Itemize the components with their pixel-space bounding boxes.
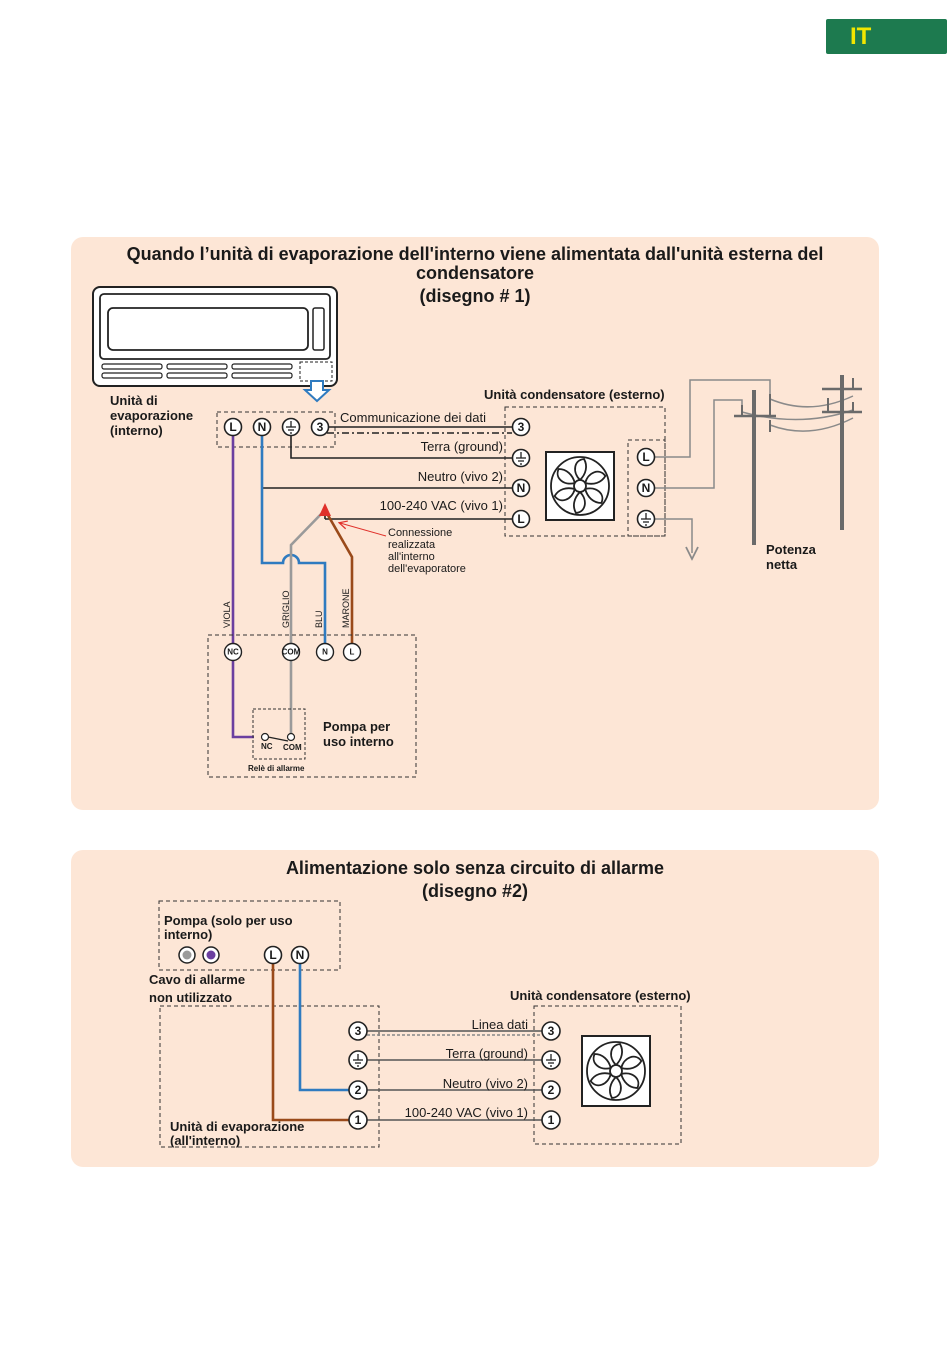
terminal-indoor-N: N xyxy=(258,420,267,434)
terminals-diagram1: L N 3 3 N L L N xyxy=(223,417,656,662)
terminal-indoor-3: 3 xyxy=(317,420,324,434)
terminal-pump-L: L xyxy=(350,648,355,657)
power-label-1: Potenza xyxy=(766,542,817,557)
wire2-data-label: Linea dati xyxy=(472,1017,528,1032)
terminal2-evap-2: 2 xyxy=(355,1083,362,1097)
power-label-2: netta xyxy=(766,557,798,572)
wire2-neutral-label: Neutro (vivo 2) xyxy=(443,1076,528,1091)
connection-note-1: Connessione xyxy=(388,527,452,539)
diagram2-subtitle: (disegno #2) xyxy=(422,881,528,901)
ground-icon xyxy=(541,1050,561,1070)
diagram2-title: Alimentazione solo senza circuito di all… xyxy=(286,858,664,878)
wire2-live-label: 100-240 VAC (vivo 1) xyxy=(405,1105,528,1120)
diagram2-panel xyxy=(71,850,879,1167)
terminal2-pump-N: N xyxy=(296,948,305,962)
relay-com-label: COM xyxy=(283,743,302,752)
alarm-cable-label-2: non utilizzato xyxy=(149,990,232,1005)
pump-label-2: uso interno xyxy=(323,734,394,749)
terminal-cond-3: 3 xyxy=(518,420,525,434)
pump2-label-1: Pompa (solo per uso xyxy=(164,913,293,928)
connection-note-3: all'interno xyxy=(388,551,435,563)
power-poles-icon xyxy=(734,375,862,545)
terminal-cond-N: N xyxy=(517,481,526,495)
wire-ground-label: Terra (ground) xyxy=(421,439,503,454)
connection-pointer xyxy=(340,523,387,537)
condenser-box xyxy=(504,406,666,537)
diagram1-title-line1: Quando l’unità di evaporazione dell'inte… xyxy=(127,244,824,264)
connection-note-2: realizzata xyxy=(388,539,436,551)
alarm-relay-box xyxy=(252,708,306,760)
terminal-pump-NC: NC xyxy=(227,648,239,657)
terminals-diagram2: L N 3 2 1 3 2 1 xyxy=(263,945,561,1130)
wire-color-brown: MARONE xyxy=(341,588,351,628)
terminal-power-L: L xyxy=(642,450,649,464)
terminal-pump-N: N xyxy=(322,648,328,657)
evap-label-2: evaporazione xyxy=(110,408,193,423)
evaporator-box-2 xyxy=(159,1005,380,1148)
ground-icon xyxy=(511,448,531,468)
connection-note-4: dell'evaporatore xyxy=(388,563,466,575)
fan-icon xyxy=(545,451,615,521)
wire-live-label: 100-240 VAC (vivo 1) xyxy=(380,498,503,513)
terminal-indoor-L: L xyxy=(229,420,236,434)
indoor-unit-illustration xyxy=(92,286,338,403)
condenser-label: Unità condensatore (esterno) xyxy=(484,387,665,402)
evap-label-1: Unità di xyxy=(110,393,158,408)
wire-nut-icon xyxy=(319,503,331,516)
terminal2-cond-2: 2 xyxy=(548,1083,555,1097)
diagram1-subtitle: (disegno # 1) xyxy=(419,286,530,306)
terminal2-evap-3: 3 xyxy=(355,1024,362,1038)
wire-data-label: Communicazione dei dati xyxy=(340,410,486,425)
wire-neutral-label: Neutro (vivo 2) xyxy=(418,469,503,484)
terminal2-cond-3: 3 xyxy=(548,1024,555,1038)
indoor-terminal-block xyxy=(216,411,336,448)
evap2-label-2: (all'interno) xyxy=(170,1133,240,1148)
ground-icon xyxy=(348,1050,368,1070)
wire-color-blue: BLU xyxy=(314,610,324,628)
evap-label-3: (interno) xyxy=(110,423,163,438)
condenser2-label: Unità condensatore (esterno) xyxy=(510,988,691,1003)
ground-icon xyxy=(636,509,656,529)
terminal2-pump-L: L xyxy=(269,948,276,962)
language-badge: IT xyxy=(826,19,947,54)
pump-box-2 xyxy=(158,900,341,971)
terminal-pump-COM: COM xyxy=(282,648,301,657)
fan-icon xyxy=(581,1035,651,1107)
terminal2-evap-1: 1 xyxy=(355,1113,362,1127)
pump-wires xyxy=(231,434,354,739)
pump2-label-2: interno) xyxy=(164,927,212,942)
condenser-box-2 xyxy=(533,1005,682,1145)
wire2-ground-label: Terra (ground) xyxy=(446,1046,528,1061)
relay-nc-label: NC xyxy=(261,742,273,751)
terminal-power-N: N xyxy=(642,481,651,495)
diagram1-title-line2: condensatore xyxy=(416,263,534,283)
terminal-cond-L: L xyxy=(517,512,524,526)
ground-icon xyxy=(281,417,301,437)
alarm-cable-label-1: Cavo di allarme xyxy=(149,972,245,987)
wire-color-grey: GRIGLIO xyxy=(281,590,291,628)
terminal2-cond-1: 1 xyxy=(548,1113,555,1127)
pump-label-1: Pompa per xyxy=(323,719,390,734)
relay-label: Relè di allarme xyxy=(248,764,305,773)
interconnect-wires-2 xyxy=(271,963,542,1122)
wire-color-violet: VIOLA xyxy=(222,601,232,628)
evap2-label-1: Unità di evaporazione xyxy=(170,1119,304,1134)
